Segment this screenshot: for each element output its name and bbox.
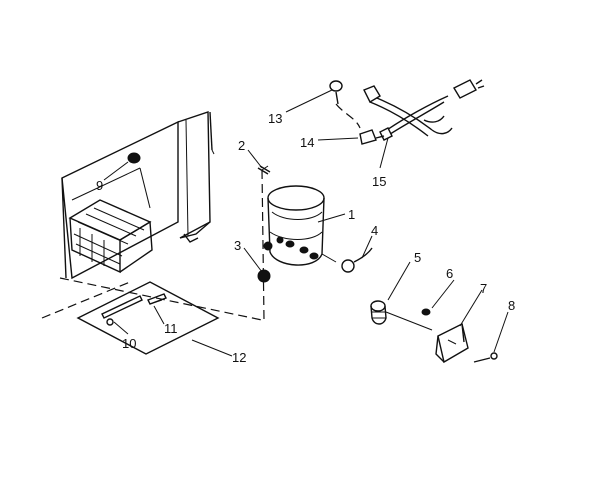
screw-part-6	[421, 308, 431, 316]
mounting-plate-part-12	[41, 281, 220, 355]
compartment-base-grille	[68, 199, 153, 274]
leader-lines	[103, 89, 509, 357]
callout-15: 15	[372, 174, 386, 189]
callout-10: 10	[122, 336, 136, 351]
relay-part-5	[370, 300, 433, 331]
grommet-part-3	[257, 241, 273, 283]
callout-11: 11	[164, 321, 178, 336]
callout-14: 14	[300, 135, 314, 150]
bracket-part-10	[101, 295, 143, 326]
callout-5: 5	[414, 250, 421, 265]
callout-9: 9	[96, 178, 103, 193]
callout-7: 7	[480, 281, 487, 296]
callout-2: 2	[238, 138, 245, 153]
overload-part-4	[341, 247, 373, 273]
assembly-line-base	[59, 277, 263, 321]
cover-part-7	[435, 322, 469, 364]
grommet-part-2	[257, 165, 271, 175]
callout-8: 8	[508, 298, 515, 313]
callout-13: 13	[268, 111, 282, 126]
callout-12: 12	[232, 350, 246, 365]
callout-1: 1	[348, 207, 355, 222]
connector-part-14	[359, 129, 385, 145]
compressor-part-1	[267, 185, 337, 266]
callout-3: 3	[234, 238, 241, 253]
cabinet-housing	[61, 111, 215, 280]
callout-4: 4	[371, 223, 378, 238]
callout-6: 6	[446, 266, 453, 281]
clip-part-8	[473, 352, 498, 363]
assembly-line-vertical	[261, 169, 265, 321]
power-cord-part-15	[363, 79, 485, 141]
clip-part-11	[147, 293, 167, 305]
terminal-plug-part-13	[329, 80, 361, 129]
grommet-part-9	[127, 152, 141, 164]
